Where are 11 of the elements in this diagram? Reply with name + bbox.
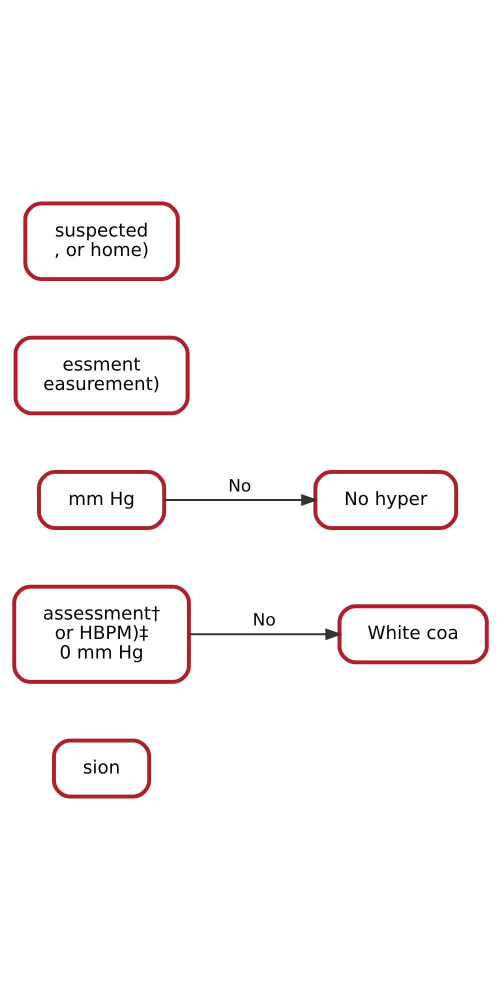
arrow — [188, 628, 342, 640]
node-box: essment easurement) — [13, 336, 190, 416]
node-box: No hyper — [312, 470, 458, 530]
edge-label: No — [228, 475, 251, 496]
node-box: suspected , or home) — [22, 201, 180, 281]
node-box: mm Hg — [36, 470, 166, 530]
arrow — [164, 494, 318, 506]
node-box: assessment† or HBPM)‡ 0 mm Hg — [12, 584, 190, 684]
edge-label: No — [252, 610, 276, 630]
node-box: sion — [52, 738, 151, 799]
node-box: White coa — [337, 604, 488, 664]
